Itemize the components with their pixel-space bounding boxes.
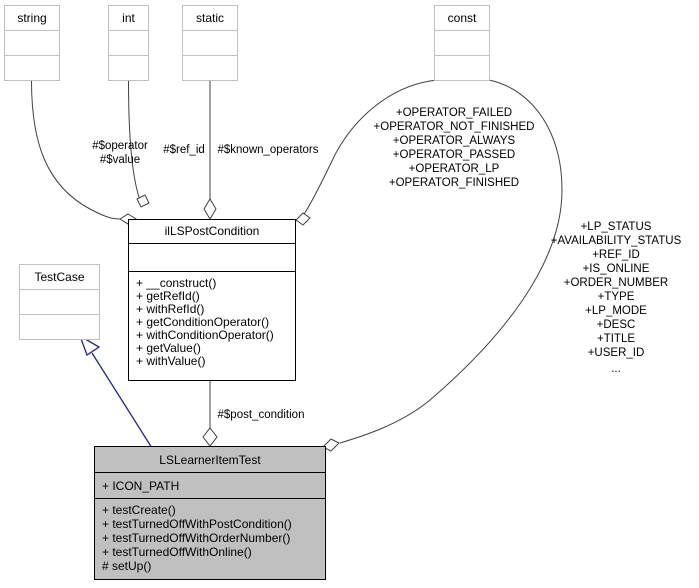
type-box-title: TestCase: [34, 270, 84, 284]
const-operator-0: +OPERATOR_FAILED: [396, 107, 512, 119]
inheritance-line: [91, 352, 153, 449]
edge-const-to-test: [322, 79, 563, 452]
const-operator-1: +OPERATOR_NOT_FINISHED: [374, 121, 535, 133]
edge-int-to-postcondition: [128, 80, 150, 208]
type-box-outline: [108, 5, 149, 81]
class-operation: + getRefId(): [136, 289, 200, 303]
inheritance-arrow-icon: [78, 334, 101, 356]
class-operation: + withValue(): [136, 354, 205, 368]
edge-label-post-condition: #$post_condition: [218, 409, 305, 421]
type-box-testcase[interactable]: TestCase: [19, 264, 100, 340]
const-test-2: +REF_ID: [592, 249, 640, 261]
edge-label-string-operator: #$operator: [92, 140, 148, 152]
type-box-title: string: [17, 11, 46, 25]
const-test-1: +AVAILABILITY_STATUS: [551, 235, 682, 247]
aggregation-diamond-icon: [322, 438, 340, 452]
type-box-title: const: [448, 11, 477, 25]
const-test-6: +LP_MODE: [585, 305, 647, 317]
class-operation: + testTurnedOffWithOrderNumber(): [102, 531, 290, 545]
aggregation-diamond-icon: [202, 427, 218, 447]
class-box-lslearneritemtest[interactable]: LSLearnerItemTest + ICON_PATH + testCrea…: [94, 446, 326, 580]
const-test-9: +USER_ID: [588, 347, 645, 359]
class-attribute: + ICON_PATH: [102, 479, 179, 493]
const-test-8: +TITLE: [597, 333, 635, 345]
const-test-0: +LP_STATUS: [581, 221, 652, 233]
type-box-int[interactable]: int: [108, 5, 149, 81]
const-test-3: +IS_ONLINE: [583, 263, 650, 275]
class-operation: + testTurnedOffWithPostCondition(): [102, 517, 292, 531]
const-test-7: +DESC: [597, 319, 636, 331]
const-test-4: +ORDER_NUMBER: [564, 277, 668, 289]
edge-label-string-value: #$value: [100, 154, 140, 166]
class-operation: + testTurnedOffWithOnline(): [102, 545, 252, 559]
type-box-outline: [434, 5, 490, 81]
class-operation: + testCreate(): [102, 503, 176, 517]
edge-label-const-operators: +OPERATOR_FAILED +OPERATOR_NOT_FINISHED …: [374, 107, 535, 189]
edge-label-const-test-constants: +LP_STATUS +AVAILABILITY_STATUS +REF_ID …: [551, 221, 682, 375]
const-operator-4: +OPERATOR_LP: [409, 163, 500, 175]
edge-string-to-postcondition: [31, 80, 137, 225]
edge-test-inherits-testcase: [78, 334, 153, 449]
class-box-outline: [128, 219, 296, 381]
type-box-outline: [4, 5, 60, 81]
const-operator-5: +OPERATOR_FINISHED: [389, 177, 519, 189]
aggregation-diamond-icon: [136, 194, 150, 208]
edge-label-static-known-operators: #$known_operators: [217, 144, 318, 156]
edge-postcondition-to-test: [202, 381, 218, 447]
type-box-outline: [19, 264, 100, 340]
edge-line: [128, 80, 141, 201]
class-operation: + withRefId(): [136, 302, 204, 316]
class-operation: + getValue(): [136, 341, 201, 355]
type-box-const[interactable]: const: [434, 5, 490, 81]
type-box-title: static: [196, 11, 224, 25]
class-title: ilLSPostCondition: [165, 224, 260, 238]
edge-line: [31, 80, 121, 220]
edge-const-to-postcondition: [295, 79, 438, 226]
type-box-string[interactable]: string: [4, 5, 60, 81]
const-operator-3: +OPERATOR_PASSED: [393, 149, 515, 161]
type-box-title: int: [122, 11, 135, 25]
class-title: LSLearnerItemTest: [159, 453, 261, 467]
const-test-10: ...: [611, 363, 621, 375]
aggregation-diamond-icon: [203, 198, 217, 220]
class-operation: + withConditionOperator(): [136, 328, 274, 342]
class-operation: + __construct(): [136, 276, 216, 290]
class-operation: # setUp(): [102, 559, 151, 573]
const-test-5: +TYPE: [598, 291, 635, 303]
edge-label-int-refid: #$ref_id: [163, 144, 205, 156]
class-box-outline: [94, 446, 326, 580]
type-box-outline: [182, 5, 238, 81]
edge-line: [339, 79, 563, 444]
edge-line: [302, 79, 438, 217]
class-box-illspostcondition[interactable]: ilLSPostCondition + __construct() + getR…: [128, 219, 296, 381]
const-operator-2: +OPERATOR_ALWAYS: [393, 135, 516, 147]
aggregation-diamond-icon: [295, 212, 311, 226]
edge-static-to-postcondition: [203, 81, 217, 220]
class-operation: + getConditionOperator(): [136, 315, 269, 329]
type-box-static[interactable]: static: [182, 5, 238, 81]
